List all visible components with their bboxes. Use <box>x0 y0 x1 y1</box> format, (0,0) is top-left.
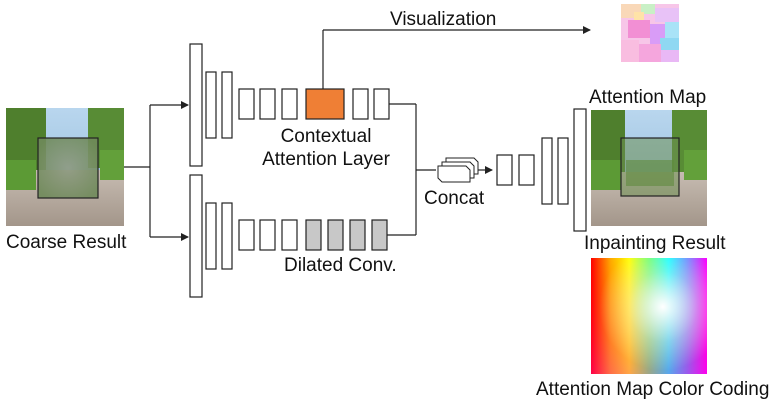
bottom-branch <box>189 174 388 298</box>
dilated-conv-2 <box>327 219 344 251</box>
top-conv-1 <box>189 43 203 167</box>
coarse-result-image <box>6 108 124 226</box>
decoder-conv-2 <box>518 154 535 186</box>
contextual-attention-label-line2: Attention Layer <box>262 149 390 170</box>
concat-stack-icon <box>437 157 479 183</box>
inpainting-result-label: Inpainting Result <box>584 233 726 254</box>
decoder-conv-5 <box>573 108 587 232</box>
decoder-conv-3 <box>541 137 553 205</box>
top-conv-2 <box>205 71 217 139</box>
bottom-conv-5 <box>259 219 276 251</box>
bottom-conv-2 <box>205 202 217 270</box>
contextual-attention-block <box>305 88 345 120</box>
visualization-connector <box>322 26 591 89</box>
attention-map-label: Attention Map <box>589 87 707 108</box>
top-conv-6 <box>281 88 298 120</box>
visualization-thumbnail <box>621 4 679 62</box>
top-conv-3 <box>221 71 233 139</box>
bottom-conv-1 <box>189 174 203 298</box>
bottom-conv-4 <box>238 219 255 251</box>
color-coding-label: Attention Map Color Coding <box>536 379 770 400</box>
concat-label: Concat <box>424 188 485 209</box>
coarse-result-label: Coarse Result <box>6 232 127 253</box>
inpainting-result-image <box>591 110 707 226</box>
bottom-conv-6 <box>281 219 298 251</box>
decoder <box>496 108 587 232</box>
bottom-conv-3 <box>221 202 233 270</box>
merge-connectors <box>387 103 436 236</box>
contextual-attention-label-line1: Contextual <box>280 126 372 147</box>
top-conv-7 <box>352 88 369 120</box>
dilated-conv-1 <box>305 219 322 251</box>
dilated-conv-3 <box>349 219 366 251</box>
top-conv-4 <box>238 88 255 120</box>
top-branch <box>189 43 390 167</box>
dilated-conv-4 <box>371 219 388 251</box>
decoder-conv-4 <box>557 137 569 205</box>
dilated-conv-label: Dilated Conv. <box>284 255 397 276</box>
top-conv-5 <box>259 88 276 120</box>
top-conv-8 <box>373 88 390 120</box>
color-coding-square <box>591 258 707 374</box>
input-connectors <box>124 101 189 241</box>
decoder-conv-1 <box>496 154 513 186</box>
visualization-label: Visualization <box>390 9 497 30</box>
